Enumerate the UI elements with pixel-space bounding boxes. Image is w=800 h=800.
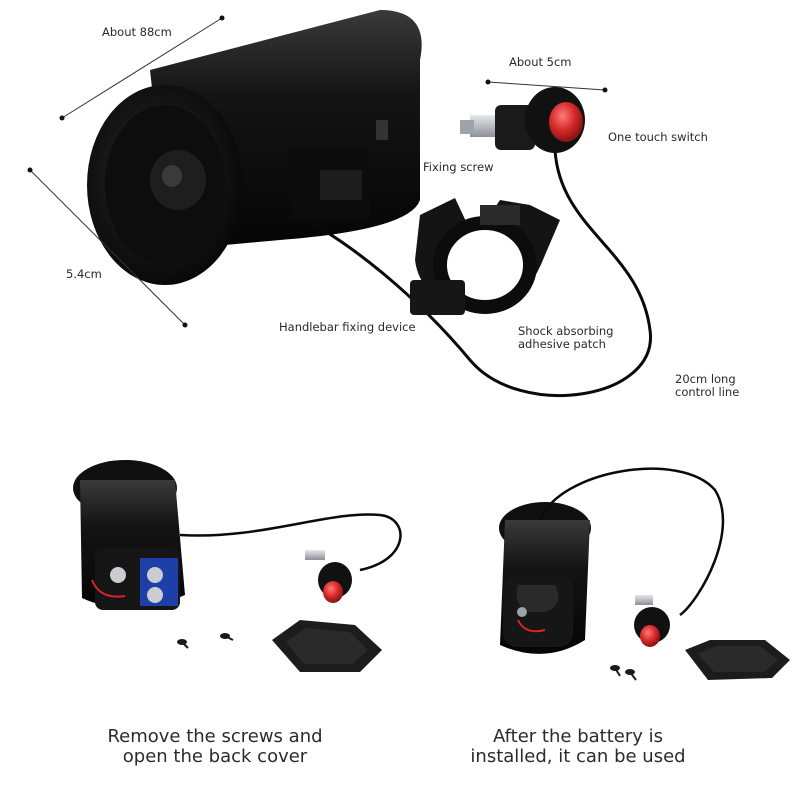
screws-left [177,633,234,649]
screws-right [610,665,637,681]
label-shock-patch-line1: Shock absorbing [518,324,614,338]
control-line-right [538,467,725,616]
label-handlebar-fixing: Handlebar fixing device [279,320,416,334]
label-control-line: 20cm long control line [675,373,739,399]
label-switch: One touch switch [608,130,708,144]
control-line-left [179,513,402,572]
horn-assembled [499,502,591,654]
back-cover-left [272,620,382,672]
label-diameter: 5.4cm [66,267,102,281]
caption-battery-installed: After the battery is installed, it can b… [458,727,698,767]
switch-left [305,550,352,603]
caption-left-line2: open the back cover [122,746,308,767]
label-control-line-line1: 20cm long [675,372,736,386]
handlebar-clamp [410,198,560,315]
caption-left-line1: Remove the screws and [107,726,323,747]
caption-remove-cover: Remove the screws and open the back cove… [100,727,330,767]
caption-right-line1: After the battery is [492,726,663,747]
label-control-line-line2: control line [675,385,740,399]
horn-opened [73,460,185,610]
label-switch-size: About 5cm [509,55,572,69]
control-line [289,149,652,397]
back-cover-right [685,640,790,680]
caption-right-line2: installed, it can be used [470,746,686,767]
label-shock-patch-line2: adhesive patch [518,337,606,351]
label-length: About 88cm [102,25,172,39]
dimension-line-switch [485,79,608,93]
switch-assembly [460,87,585,153]
horn-speaker [87,10,422,285]
switch-right [634,595,670,647]
label-fixing-screw: Fixing screw [423,160,494,174]
label-shock-patch: Shock absorbing adhesive patch [518,325,613,351]
dimension-line-length [59,15,225,121]
dimension-line-diameter [27,167,188,328]
